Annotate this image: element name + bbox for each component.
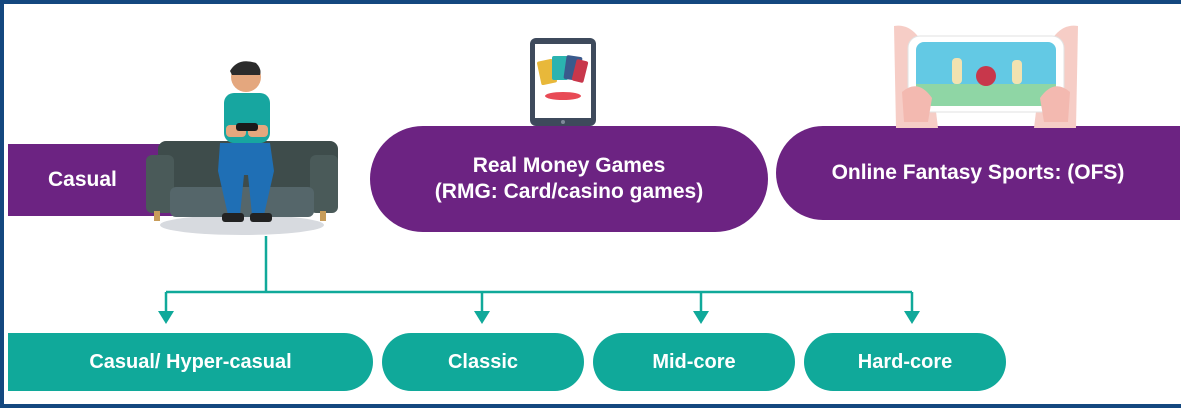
arrow-head-2 [474,311,490,324]
subtype-classic-label: Classic [447,350,519,373]
arrow-head-1 [158,311,174,324]
person-on-couch-icon [146,61,338,235]
subtype-mid-core-label: Mid-core [652,350,736,373]
arrow-head-3 [693,311,709,324]
subtype-hard-core: Hard-core [804,333,1006,391]
category-ofs-label: Online Fantasy Sports: (OFS) [831,160,1125,184]
subtype-hard-core-label: Hard-core [857,350,953,373]
subtype-classic: Classic [382,333,584,391]
category-casual-label: Casual [48,167,117,191]
category-rmg-line1: Real Money Games [472,153,666,177]
phone-cricket-icon [894,25,1078,128]
category-rmg-line2: (RMG: Card/casino games) [434,180,704,203]
category-rmg: Real Money Games (RMG: Card/casino games… [370,126,768,232]
subtype-casual-hyper-label: Casual/ Hyper-casual [89,350,292,373]
arrow-head-4 [904,311,920,324]
subtype-mid-core: Mid-core [593,333,795,391]
subtype-casual-hyper: Casual/ Hyper-casual [8,333,373,391]
category-ofs: Online Fantasy Sports: (OFS) [776,126,1180,220]
tablet-cards-icon [530,38,596,126]
